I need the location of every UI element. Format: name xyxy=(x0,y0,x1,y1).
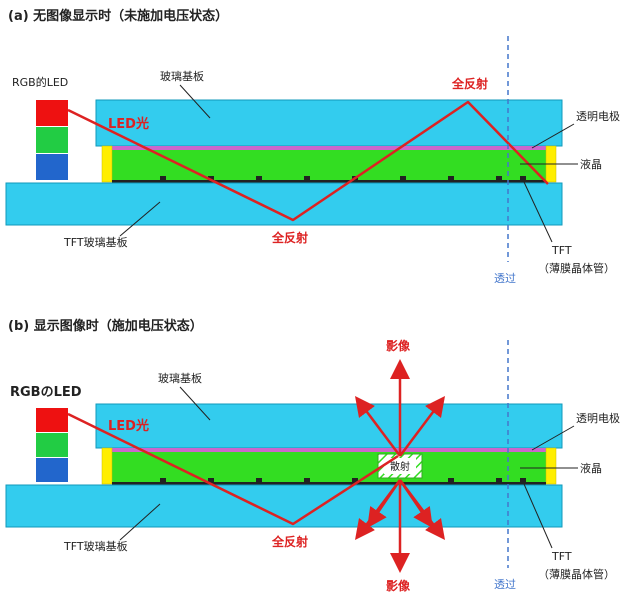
panel-b-total-reflection-label: 全反射 xyxy=(271,534,308,549)
panel-b-spacer-left xyxy=(101,447,113,485)
panel-a-rgb-led-label: RGB的LED xyxy=(12,75,68,89)
panel-a-tft-full-label: （薄膜晶体管） xyxy=(538,261,615,275)
panel-b-tft-full-label: （薄膜晶体管） xyxy=(538,567,615,581)
panel-b-led-blue xyxy=(36,458,68,482)
panel-b-reflection-path xyxy=(67,412,399,526)
panel-a-tft-glass xyxy=(5,182,563,226)
panel-b-tft-strip xyxy=(112,482,546,485)
panel-b-rgb-led-label: RGBのLED xyxy=(10,385,82,400)
panel-b-scatter-label: 散射 xyxy=(390,460,410,473)
panel-b-lc-label: 液晶 xyxy=(580,461,602,475)
panel-b-scatter-label-bg xyxy=(384,458,416,474)
panel-a-electrode-label: 透明电极 xyxy=(576,109,620,123)
panel-a-lc-label: 液晶 xyxy=(580,157,602,171)
panel-b-title: (b) 显示图像时（施加电压状态） xyxy=(8,318,203,334)
panel-a-led-blue xyxy=(36,154,68,180)
panel-a-transmit-label: 透过 xyxy=(494,272,516,285)
panel-b-electrode xyxy=(112,448,546,452)
panel-b-tft-glass-pointer xyxy=(119,503,161,541)
panel-b-image-arrows xyxy=(355,359,445,573)
panel-b-tft-elements xyxy=(160,478,526,482)
panel-a-total-reflection-top-label: 全反射 xyxy=(451,76,488,91)
panel-a-glass-top-pointer xyxy=(179,84,211,119)
panel-a-electrode xyxy=(112,146,546,150)
panel-a-tft-strip xyxy=(112,180,546,183)
panel-b-led-green xyxy=(36,433,68,457)
panel-a: (a) 无图像显示时（未施加电压状态） RGB的LED 玻璃基板 xyxy=(5,8,620,285)
panel-a-led-green xyxy=(36,127,68,153)
panel-b-led-light-label: LED光 xyxy=(108,418,149,434)
panel-b-image-bottom-label: 影像 xyxy=(386,578,411,593)
panel-a-title: (a) 无图像显示时（未施加电压状态） xyxy=(8,8,228,24)
panel-b-transmit-label: 透过 xyxy=(494,578,516,591)
panel-a-tft-label: TFT xyxy=(551,244,572,257)
panel-b-electrode-label: 透明电极 xyxy=(576,411,620,425)
panel-b-liquid-crystal xyxy=(112,452,546,484)
panel-a-tft-pointer xyxy=(523,181,553,243)
panel-a-tft-glass-pointer xyxy=(119,201,161,237)
panel-a-electrode-pointer xyxy=(531,123,575,149)
panel-b-electrode-pointer xyxy=(531,425,575,451)
panel-b-glass-top xyxy=(95,403,563,449)
panel-b-spacer-right xyxy=(545,447,557,485)
panel-b-glass-top-label: 玻璃基板 xyxy=(158,371,202,385)
panel-a-glass-top-label: 玻璃基板 xyxy=(160,69,204,83)
panel-a-reflection-path xyxy=(67,100,549,222)
panel-a-glass-top xyxy=(95,99,563,147)
panel-b-tft-pointer xyxy=(523,483,553,549)
panel-b-tft-glass-label: TFT玻璃基板 xyxy=(63,539,128,553)
panel-a-led-light-label: LED光 xyxy=(108,116,149,132)
panel-b: (b) 显示图像时（施加电压状态） RGBのLED 散射 xyxy=(5,318,620,593)
panel-a-led-red xyxy=(36,100,68,126)
panel-b-image-top-label: 影像 xyxy=(386,338,411,353)
panel-b-led-red xyxy=(36,408,68,432)
panel-a-tft-glass-label: TFT玻璃基板 xyxy=(63,235,128,249)
panel-a-liquid-crystal xyxy=(112,150,546,182)
panel-a-total-reflection-bottom-label: 全反射 xyxy=(271,230,308,245)
panel-b-glass-top-pointer xyxy=(179,386,211,421)
panel-a-spacer-left xyxy=(101,145,113,183)
panel-b-tft-label: TFT xyxy=(551,550,572,563)
